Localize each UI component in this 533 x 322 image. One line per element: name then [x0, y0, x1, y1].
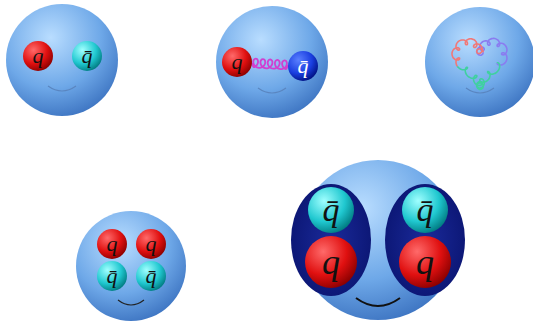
ball-outline: [222, 47, 252, 77]
quark-ball: q: [23, 41, 53, 71]
meson-pair: [385, 184, 465, 296]
ball-outline: [288, 51, 318, 81]
gluon-spring: [252, 59, 288, 70]
smile: [258, 88, 286, 93]
quark-label: q: [232, 51, 243, 73]
gluon-coil: [452, 39, 483, 66]
quark-ball: q: [399, 236, 451, 288]
ball-outline: [136, 229, 166, 259]
quark-ball: q̄: [308, 187, 354, 233]
quark-label: q̄: [82, 45, 93, 67]
smile: [48, 86, 76, 91]
hadron-sphere: [6, 4, 118, 116]
quark-label: q: [322, 244, 340, 280]
quark-label: q̄: [146, 265, 157, 287]
quark-ball: q̄: [97, 261, 127, 291]
quark-ball: q̄: [402, 187, 448, 233]
quark-label: q̄: [323, 193, 340, 227]
meson-pair: [291, 184, 371, 296]
quark-ball: q̄: [288, 51, 318, 81]
quark-label: q̄: [107, 265, 118, 287]
ball-outline: [308, 187, 354, 233]
ball-outline: [399, 236, 451, 288]
smile: [356, 298, 400, 306]
ball-outline: [136, 261, 166, 291]
ball-outline: [402, 187, 448, 233]
gluon-coil: [457, 63, 499, 90]
quark-ball: q: [97, 229, 127, 259]
quark-label: q̄: [298, 55, 309, 77]
quark-ball: q: [136, 229, 166, 259]
hadron-sphere: [425, 7, 533, 117]
quark-label: q̄: [417, 193, 434, 227]
quark-label: q: [146, 233, 157, 255]
ball-outline: [72, 41, 102, 71]
quark-label: q: [416, 244, 434, 280]
quark-ball: q: [222, 47, 252, 77]
hadron-sphere: [298, 160, 458, 320]
ball-outline: [305, 236, 357, 288]
gluon-loop: [452, 38, 507, 89]
smile: [118, 300, 144, 305]
hadron-sphere: [216, 6, 328, 118]
quark-ball: q: [305, 236, 357, 288]
hadron-sphere: [76, 211, 186, 321]
ball-outline: [97, 261, 127, 291]
ball-outline: [97, 229, 127, 259]
ball-outline: [23, 41, 53, 71]
quark-label: q: [33, 45, 44, 67]
quark-ball: q̄: [72, 41, 102, 71]
quark-ball: q̄: [136, 261, 166, 291]
quark-label: q: [107, 233, 118, 255]
